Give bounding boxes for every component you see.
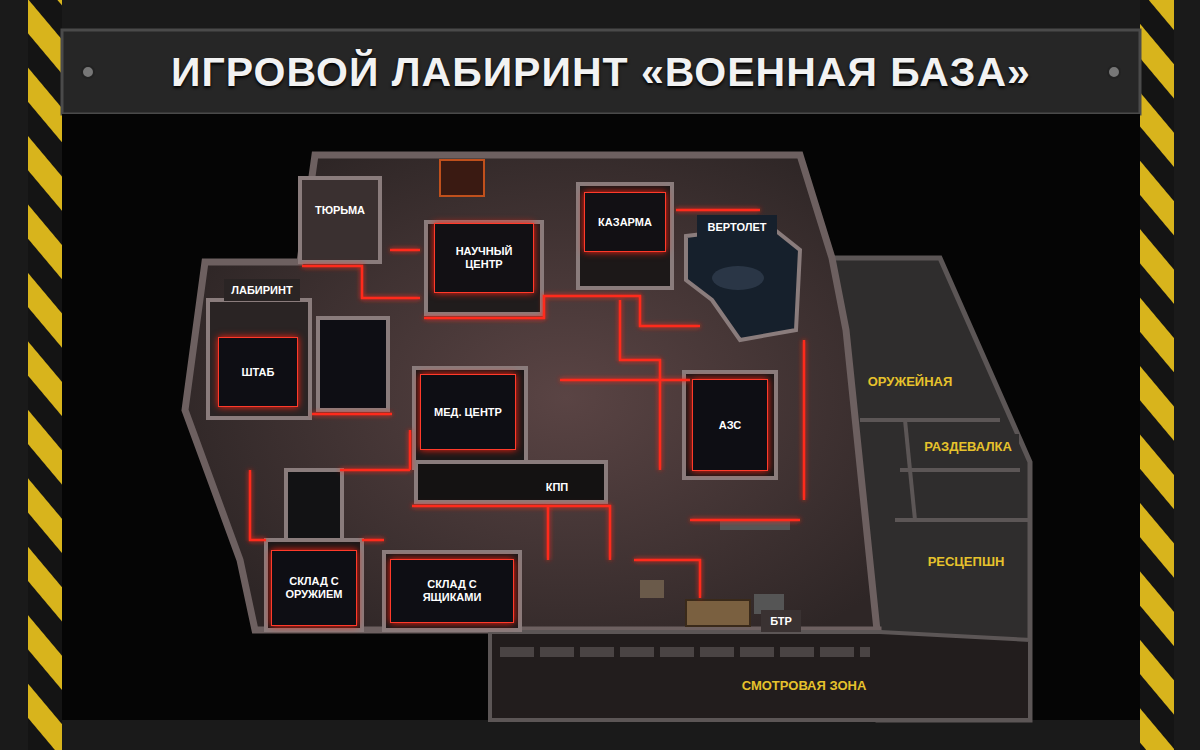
arena-floor — [185, 155, 878, 640]
neon-line — [412, 506, 610, 560]
hazard-stripe — [28, 0, 62, 750]
room-label: БТР — [770, 615, 792, 628]
room-wall — [384, 552, 520, 630]
title-bar — [62, 30, 1140, 114]
panel — [62, 114, 1140, 720]
room-label: РАЗДЕВАЛКА — [924, 440, 1012, 455]
neon-line — [634, 560, 700, 598]
room-wall — [208, 300, 310, 418]
room-label: КПП — [546, 481, 569, 494]
helicopter-pad — [686, 226, 800, 340]
room-wall — [318, 318, 388, 410]
room-box: ШТАБ — [218, 337, 298, 407]
room-wall — [578, 184, 672, 288]
room-box: МЕД. ЦЕНТР — [420, 374, 516, 450]
room-label: ШТАБ — [242, 366, 275, 379]
room-label: МЕД. ЦЕНТР — [434, 406, 502, 419]
room-box: СМОТРОВАЯ ЗОНА — [729, 673, 879, 699]
neon-line — [620, 300, 660, 470]
room-box: ЛАБИРИНТ — [224, 279, 300, 301]
room-label: ВЕРТОЛЕТ — [708, 221, 767, 234]
viewing-window — [500, 647, 870, 657]
hazard-stripe — [1140, 0, 1174, 750]
room-box: ВЕРТОЛЕТ — [697, 215, 777, 239]
room-wall — [426, 222, 542, 314]
neon-line — [676, 209, 760, 212]
room-label: РЕСЦЕПШН — [928, 555, 1005, 570]
room-label: ОРУЖЕЙНАЯ — [868, 375, 953, 390]
wall — [905, 420, 915, 520]
wall — [860, 418, 1000, 422]
wall — [900, 468, 1020, 472]
room-label: КАЗАРМА — [598, 216, 652, 229]
room-box: БТР — [761, 610, 801, 632]
vent — [440, 160, 484, 196]
crate — [640, 580, 664, 598]
neon-line — [547, 506, 550, 560]
room-wall — [286, 470, 342, 540]
room-box: РАЗДЕВАЛКА — [917, 434, 1019, 460]
title-text: ИГРОВОЙ ЛАБИРИНТ «ВОЕННАЯ БАЗА» — [171, 49, 1031, 96]
helicopter-symbol — [712, 266, 764, 290]
screw — [1108, 66, 1120, 78]
viewing-zone — [490, 632, 1030, 720]
barricade — [720, 520, 790, 530]
room-label: СКЛАД С ЯЩИКАМИ — [412, 578, 492, 603]
room-box: СКЛАД С ЯЩИКАМИ — [390, 559, 514, 623]
room-label: НАУЧНЫЙ ЦЕНТР — [447, 245, 521, 270]
btr-vehicle — [686, 600, 750, 626]
neon-line — [409, 430, 412, 470]
room-box: НАУЧНЫЙ ЦЕНТР — [434, 223, 534, 293]
title-box: ИГРОВОЙ ЛАБИРИНТ «ВОЕННАЯ БАЗА» — [62, 34, 1140, 110]
neon-line — [302, 266, 420, 298]
room-box: КАЗАРМА — [584, 192, 666, 252]
neon-line — [250, 470, 266, 540]
room-box: ОРУЖЕЙНАЯ — [861, 369, 959, 395]
room-label: СМОТРОВАЯ ЗОНА — [742, 679, 867, 694]
neon-line — [560, 379, 690, 382]
room-box: СКЛАД С ОРУЖИЕМ — [271, 550, 357, 626]
room-wall — [684, 372, 776, 478]
room-wall — [300, 178, 380, 262]
neon-lines — [250, 210, 804, 598]
neon-line — [690, 519, 800, 522]
neon-line — [803, 340, 806, 500]
room-box: ТЮРЬМА — [309, 197, 371, 223]
neon-line — [340, 469, 410, 472]
room-label: ТЮРЬМА — [315, 204, 365, 217]
neon-line — [424, 296, 700, 326]
room-box: РЕСЦЕПШН — [916, 548, 1016, 576]
room-box: КПП — [537, 476, 577, 498]
screw — [82, 66, 94, 78]
room-wall — [414, 368, 526, 468]
neon-line — [390, 249, 420, 252]
room-box: АЗС — [692, 379, 768, 471]
neon-line — [362, 539, 384, 542]
room-label: ЛАБИРИНТ — [231, 284, 292, 297]
room-label: СКЛАД С ОРУЖИЕМ — [276, 575, 352, 600]
room-wall — [416, 462, 606, 502]
room-wall — [266, 540, 362, 630]
neon-line — [312, 413, 392, 416]
room-label: АЗС — [719, 419, 742, 432]
